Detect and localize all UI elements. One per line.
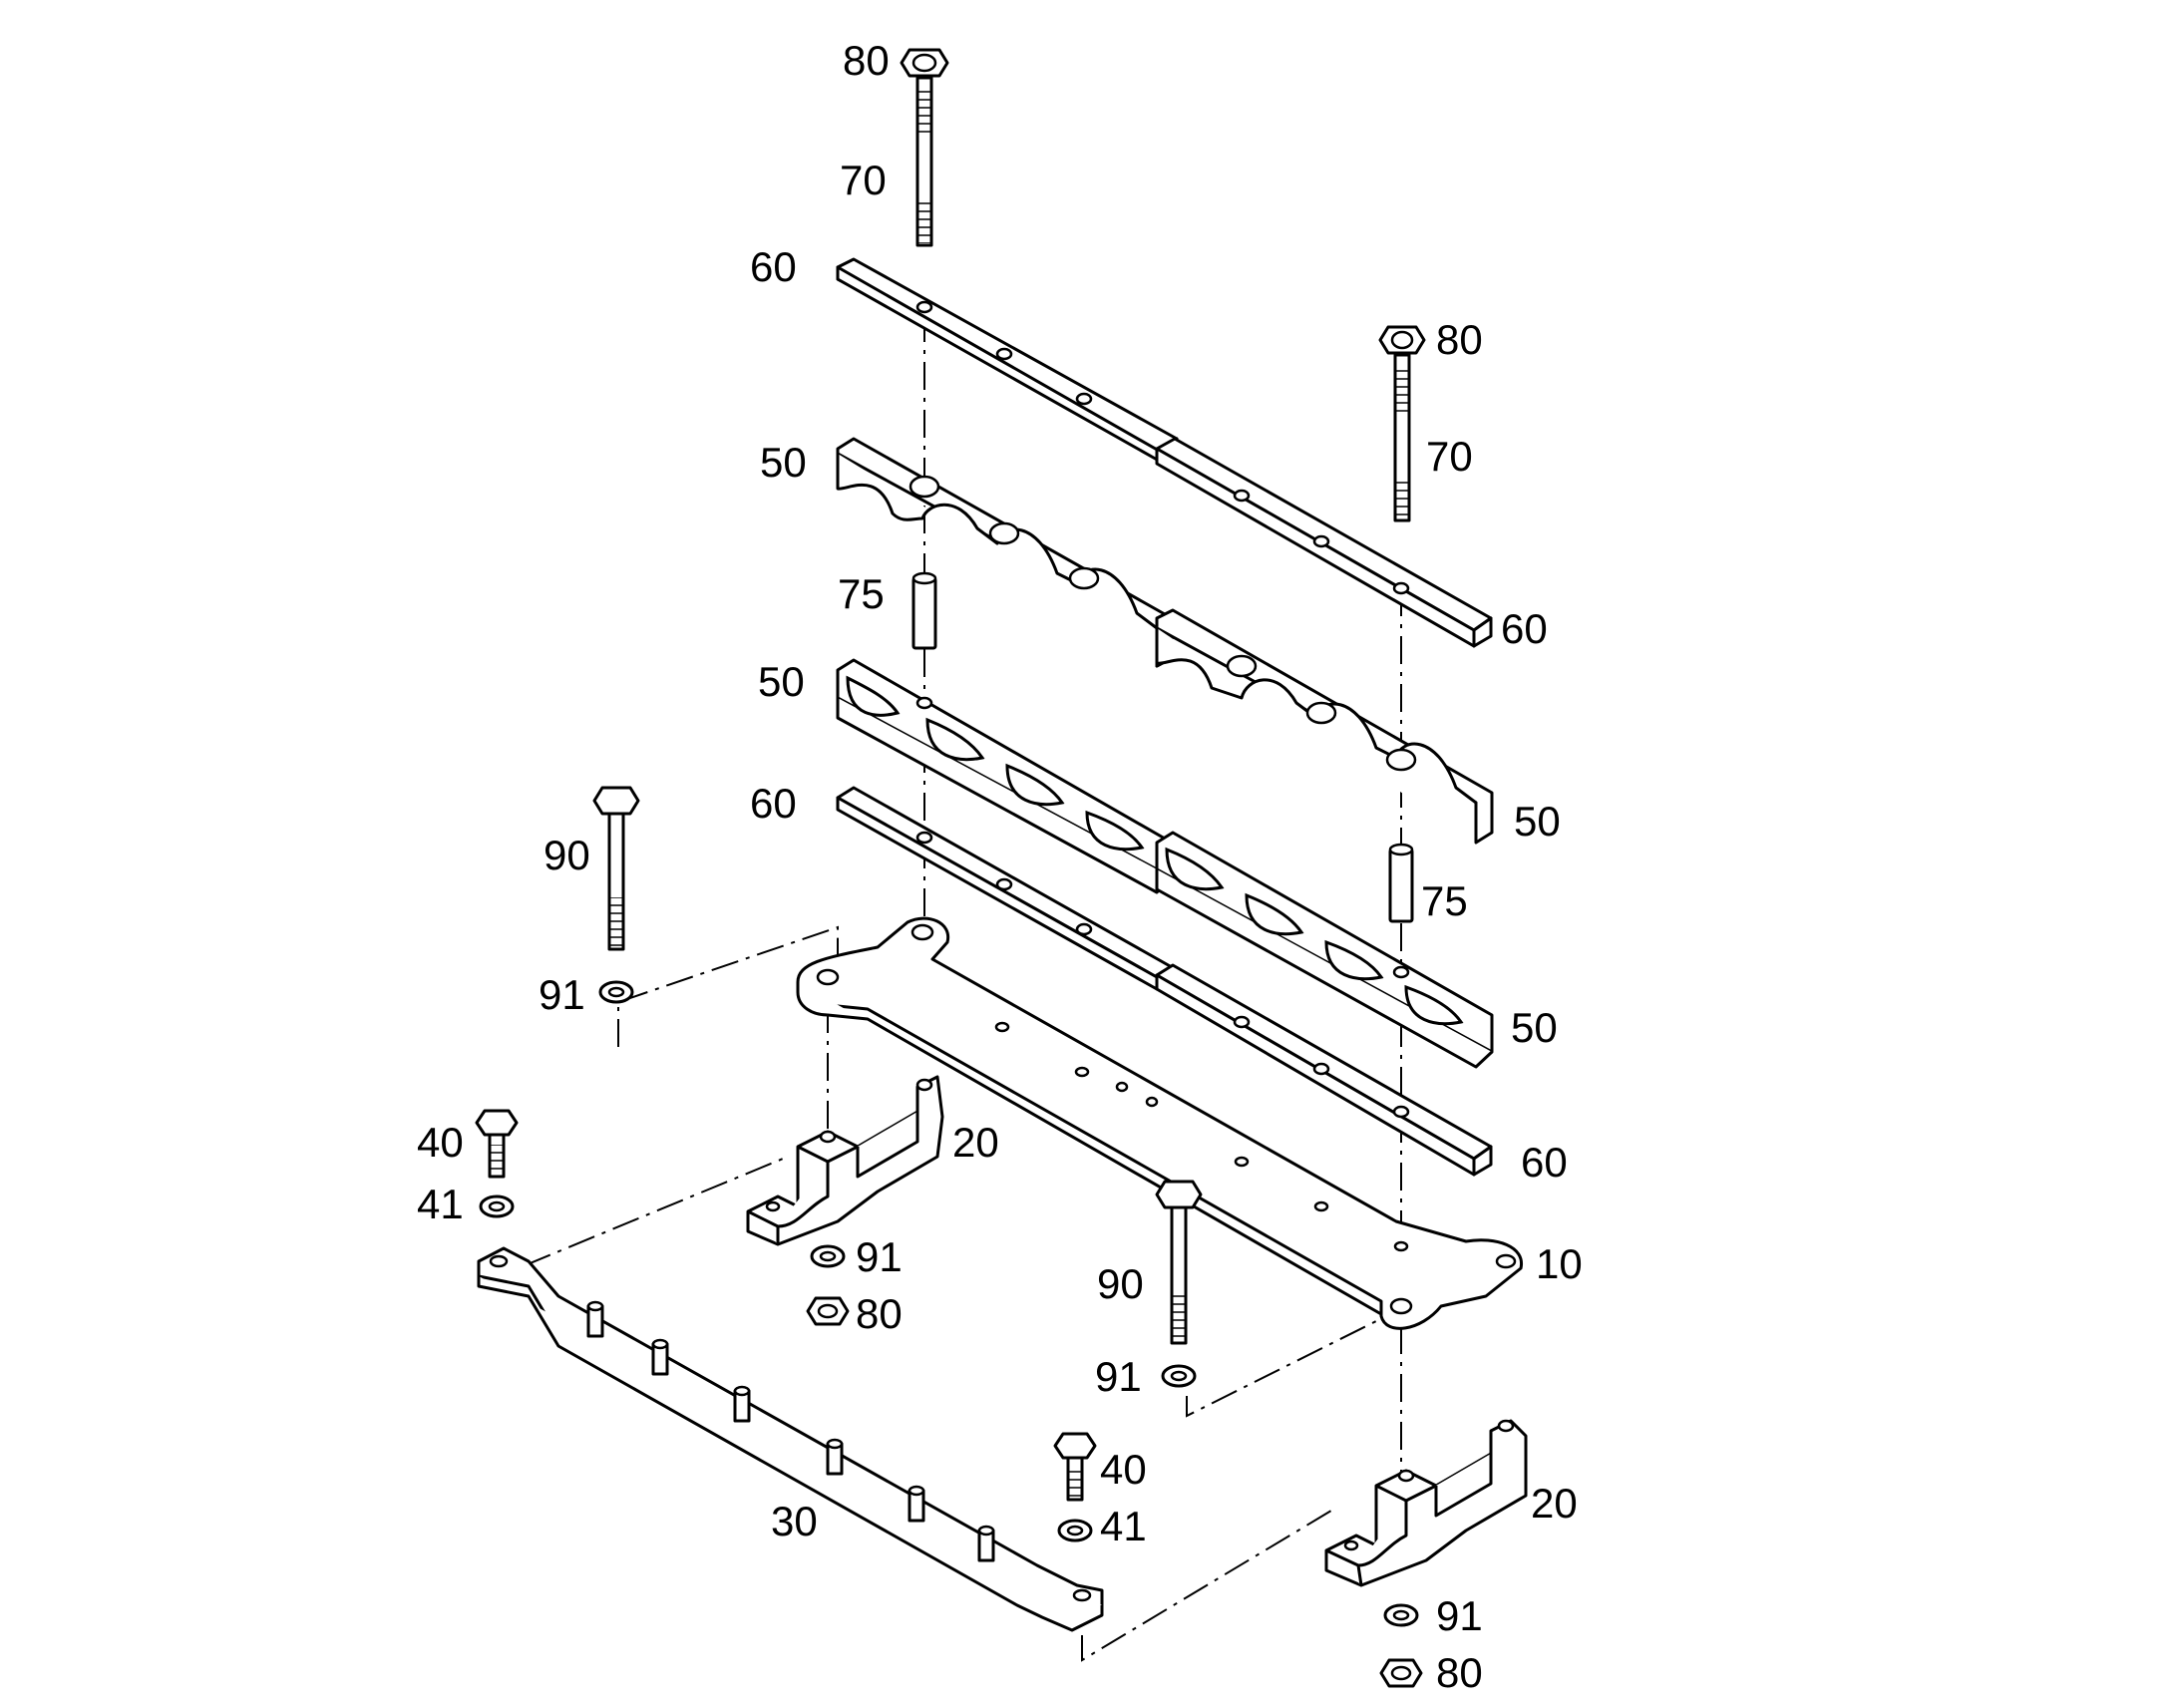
callout-91-bracket-upper: 91	[856, 1233, 903, 1280]
hex-nut-80-bracket-lower	[1379, 1658, 1423, 1688]
callout-20-upper: 20	[952, 1119, 999, 1166]
callout-20-lower: 20	[1531, 1480, 1578, 1527]
callout-80-top: 80	[843, 37, 890, 84]
callout-75-right: 75	[1421, 877, 1468, 924]
washer-91-center	[1161, 1364, 1197, 1388]
callout-80-bracket-upper: 80	[856, 1290, 903, 1337]
callout-91-center: 91	[1095, 1353, 1142, 1400]
callout-labels: 80 70 60 80 70 50 75 60 50 60 50 90 75 9…	[417, 37, 1583, 1696]
clamp-block-50-upper	[836, 437, 1494, 845]
dowel-pin-75-right	[1388, 843, 1414, 923]
callout-90-upper: 90	[544, 832, 590, 878]
dowel-pin-75-left	[911, 571, 937, 650]
callout-30: 30	[771, 1498, 818, 1544]
clamp-block-50-lower	[836, 658, 1494, 1069]
callout-90-lower: 90	[1097, 1260, 1144, 1307]
callout-91-bracket-lower: 91	[1436, 1592, 1483, 1639]
callout-60-top: 60	[750, 243, 797, 290]
callout-60-bottom: 60	[1521, 1139, 1568, 1186]
bracket-20-lower	[1324, 1419, 1528, 1587]
clamp-plate-60-lower	[836, 786, 1493, 1177]
hex-bolt-40-left	[475, 1109, 519, 1179]
rail-studs	[586, 1300, 995, 1562]
callout-70-top: 70	[840, 157, 887, 203]
hex-nut-80-bracket-upper	[806, 1296, 850, 1326]
callout-50-second: 50	[758, 658, 805, 705]
callout-10: 10	[1536, 1240, 1583, 1287]
washer-41-left	[479, 1195, 515, 1218]
hex-bolt-40-right	[1053, 1432, 1097, 1502]
hex-nut-80-top	[900, 48, 949, 78]
support-rail-30	[477, 1246, 1104, 1632]
washer-91-upper-left	[598, 980, 634, 1004]
washer-41-right	[1057, 1519, 1093, 1542]
callout-60-left-lower: 60	[750, 780, 797, 827]
callout-70-right: 70	[1426, 433, 1473, 480]
callout-40-right: 40	[1100, 1446, 1147, 1493]
callout-91-upper: 91	[539, 971, 585, 1018]
callout-50-right-upper: 50	[1514, 798, 1561, 845]
bracket-20-upper	[746, 1075, 944, 1246]
stud-70-top	[915, 76, 933, 247]
callout-50-right-lower: 50	[1511, 1004, 1558, 1051]
base-frame-10	[796, 916, 1523, 1330]
callout-80-right: 80	[1436, 316, 1483, 363]
washer-91-bracket-upper	[810, 1244, 846, 1268]
stud-70-right	[1393, 353, 1411, 522]
callout-41-left: 41	[417, 1181, 464, 1227]
hex-bolt-90-upper	[592, 786, 640, 951]
callout-50-upper: 50	[760, 439, 807, 486]
hex-bolt-90-lower	[1155, 1180, 1203, 1345]
clamp-plate-60-upper	[836, 257, 1493, 648]
callout-41-right: 41	[1100, 1503, 1147, 1549]
callout-75-left: 75	[838, 570, 885, 617]
callout-80-bracket-lower: 80	[1436, 1649, 1483, 1696]
callout-40-left: 40	[417, 1119, 464, 1166]
callout-60-right: 60	[1501, 605, 1548, 652]
hex-nut-80-right	[1378, 325, 1426, 355]
washer-91-bracket-lower	[1383, 1603, 1419, 1627]
